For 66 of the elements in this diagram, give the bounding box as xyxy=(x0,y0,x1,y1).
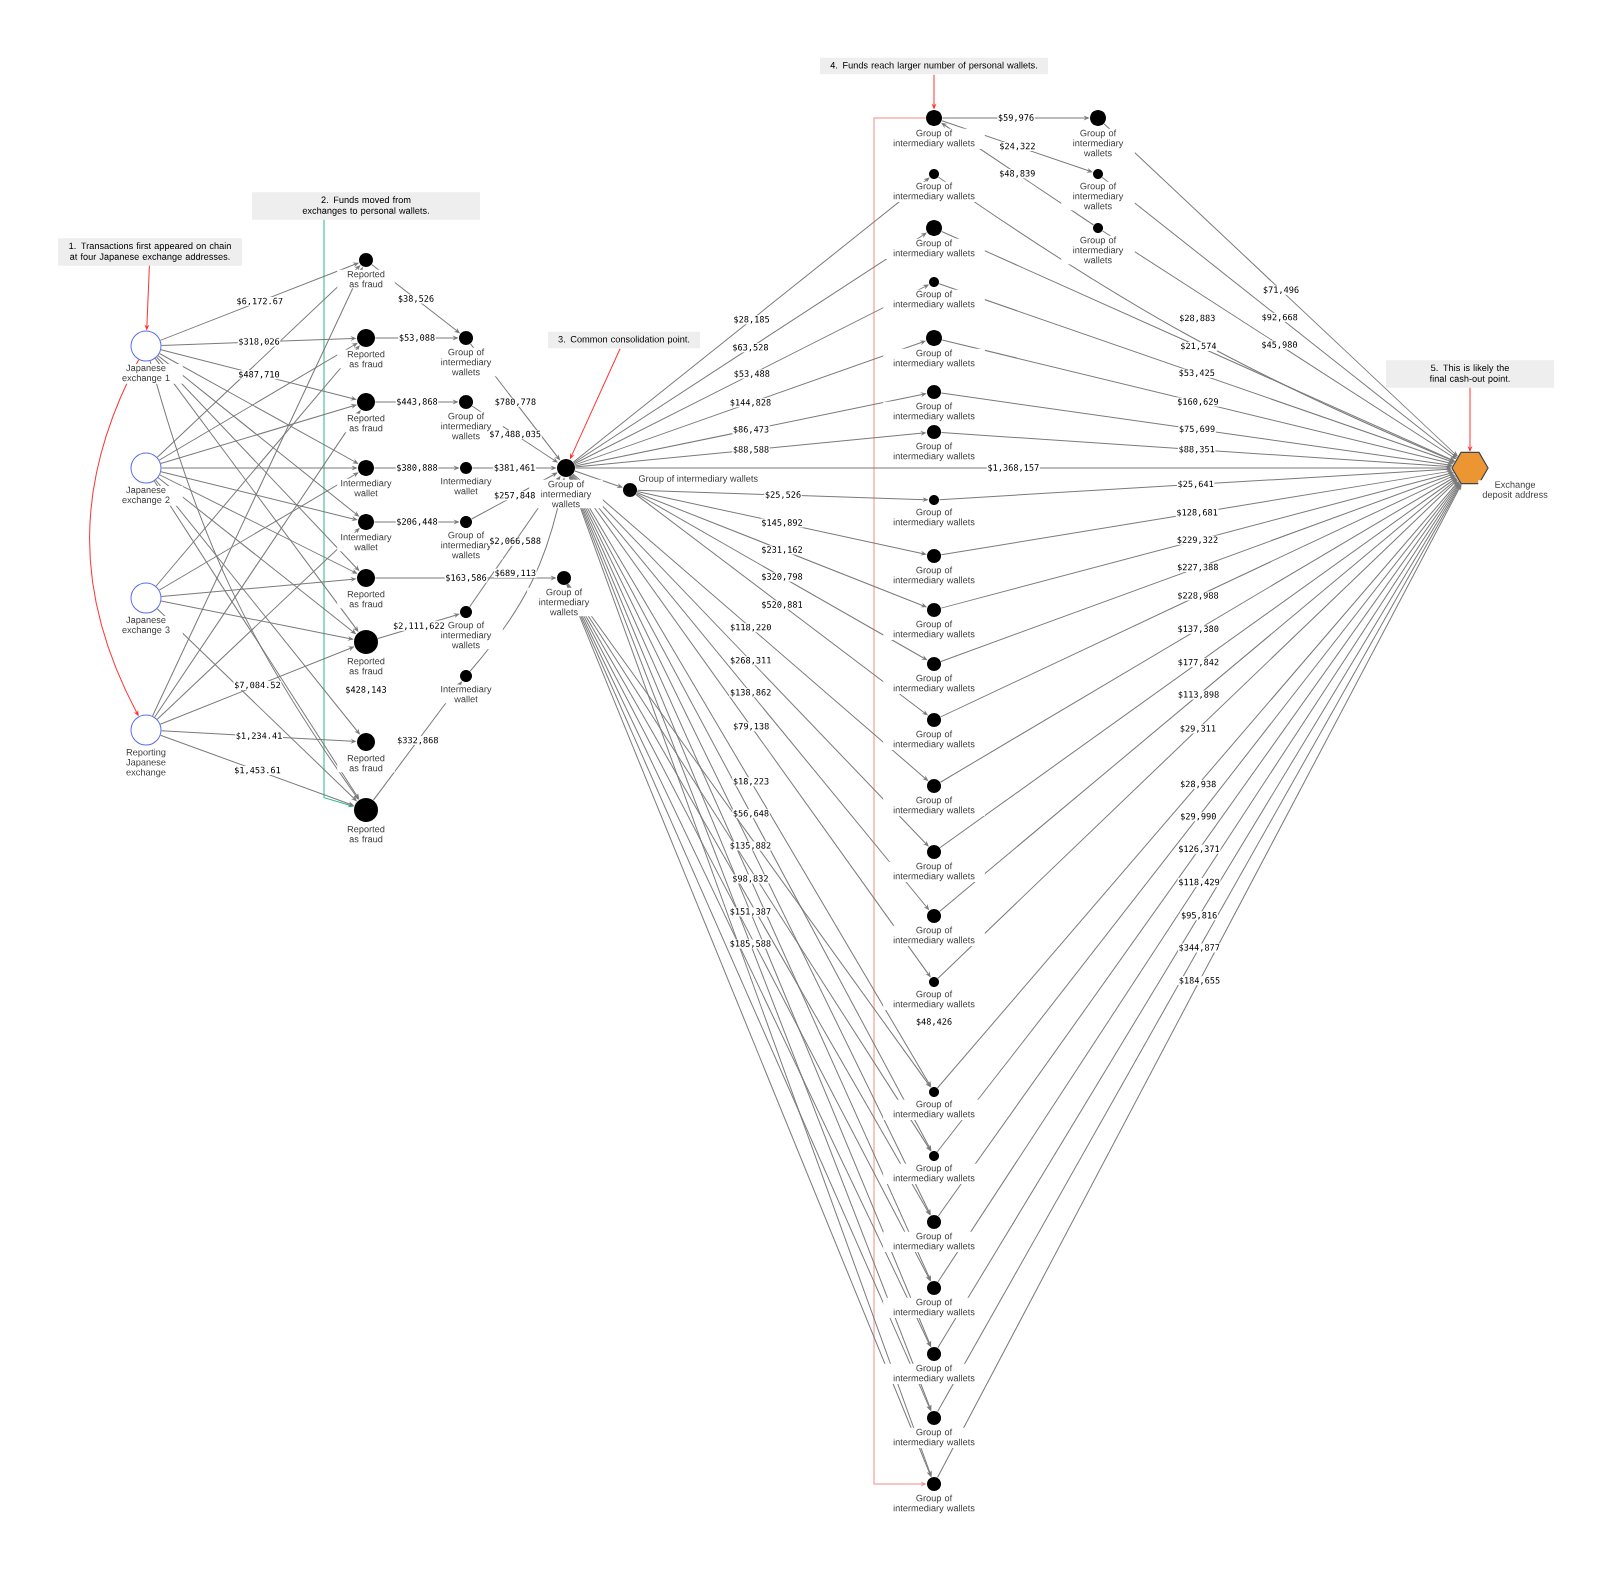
arrow xyxy=(939,476,1456,783)
arrow xyxy=(572,473,928,781)
arrow xyxy=(160,600,354,641)
arrow xyxy=(941,116,1089,120)
arrow xyxy=(160,349,357,401)
arrow xyxy=(160,336,356,346)
arrow xyxy=(157,477,356,634)
arrow xyxy=(156,528,360,720)
arrow xyxy=(574,470,623,488)
arrow xyxy=(159,474,357,574)
arrow xyxy=(374,400,458,404)
arrow xyxy=(159,646,354,725)
arrow xyxy=(374,576,556,580)
arrow xyxy=(573,232,927,464)
arrow xyxy=(940,474,1455,718)
arrow xyxy=(573,284,929,465)
arrow xyxy=(160,730,356,743)
arrow xyxy=(156,265,361,458)
arrow xyxy=(152,267,363,717)
arrow xyxy=(89,359,140,716)
arrow xyxy=(940,473,1454,662)
arrow xyxy=(1468,382,1472,452)
arrow xyxy=(940,469,1453,556)
arrow xyxy=(636,491,926,556)
arrow xyxy=(940,471,1454,609)
arrow xyxy=(373,466,459,470)
arrow xyxy=(160,404,357,465)
arrow xyxy=(374,336,458,340)
arrow xyxy=(636,489,928,502)
arrow xyxy=(940,392,1453,467)
arrow xyxy=(160,466,357,470)
arrow xyxy=(156,608,357,801)
arrow xyxy=(932,74,936,109)
arrow xyxy=(635,494,928,716)
arrow xyxy=(323,214,354,807)
arrow xyxy=(159,262,359,341)
arrow xyxy=(937,176,1455,462)
arrow xyxy=(153,480,360,799)
arrow xyxy=(1101,176,1457,458)
arrow xyxy=(940,432,1452,469)
arrow xyxy=(941,120,1093,173)
arrow xyxy=(149,360,359,800)
arrow xyxy=(154,410,361,718)
arrow xyxy=(155,479,360,735)
arrow xyxy=(154,357,359,632)
arrow xyxy=(158,472,359,591)
arrow xyxy=(160,734,354,806)
arrow xyxy=(941,230,1455,462)
arrow xyxy=(157,355,359,517)
arrow xyxy=(574,466,1451,470)
arrow xyxy=(938,283,1454,463)
arrow xyxy=(574,392,926,467)
arrow xyxy=(1103,123,1458,457)
arrow xyxy=(938,467,1452,501)
arrow xyxy=(636,492,927,608)
arrow xyxy=(160,471,358,521)
arrow xyxy=(145,260,151,330)
arrow xyxy=(572,177,930,463)
arrow xyxy=(574,431,926,468)
arrow xyxy=(574,340,926,466)
arrow xyxy=(635,493,927,661)
arrow xyxy=(569,348,621,459)
arrow xyxy=(873,117,927,1486)
arrow xyxy=(160,577,356,598)
arrow xyxy=(1102,230,1456,460)
arrow xyxy=(941,339,1453,465)
